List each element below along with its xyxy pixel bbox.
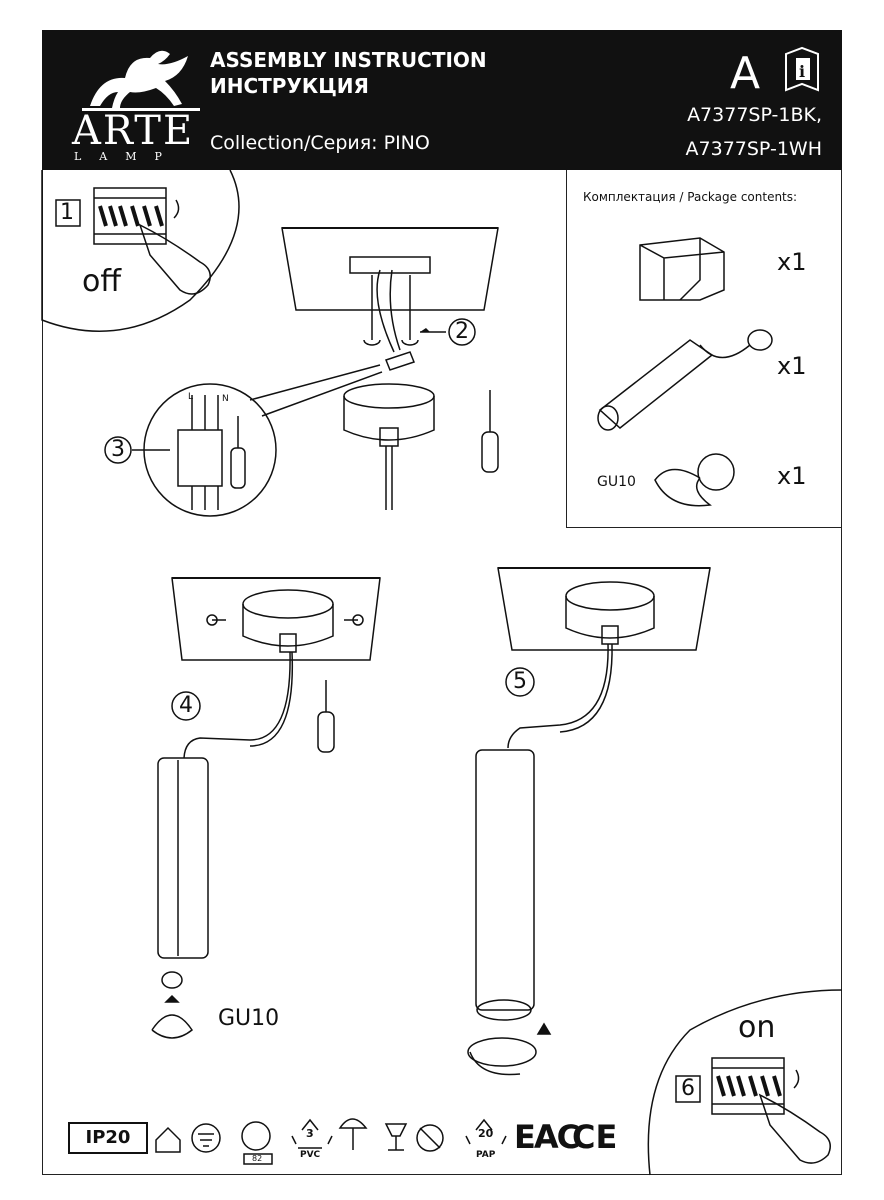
pap-label: PAP bbox=[476, 1150, 496, 1160]
qty-pendant: x1 bbox=[777, 352, 807, 380]
ce-mark: CE bbox=[572, 1118, 618, 1156]
step-4-number: 4 bbox=[179, 693, 193, 718]
title-russian: ИНСТРУКЦИЯ bbox=[210, 74, 369, 98]
collection-label: Collection/Серия: PINO bbox=[210, 132, 430, 154]
brand-subtitle: LAMP bbox=[74, 150, 180, 163]
pvc-label: PVC bbox=[300, 1150, 321, 1160]
step-1-number: 1 bbox=[60, 200, 74, 225]
model-number-2: A7377SP-1WH bbox=[685, 138, 822, 160]
gu10-package-label: GU10 bbox=[597, 474, 636, 490]
header-bar: ARTE LAMP ASSEMBLY INSTRUCTION ИНСТРУКЦИ… bbox=[42, 30, 842, 170]
package-contents-panel: Комплектация / Package contents: x1 x1 G… bbox=[566, 170, 842, 528]
step-3-number: 3 bbox=[111, 437, 125, 462]
switch-off-label: off bbox=[82, 264, 122, 299]
step-6-number: 6 bbox=[681, 1076, 695, 1101]
ip-rating-badge: IP20 bbox=[68, 1122, 148, 1154]
class-letter: A bbox=[730, 48, 761, 99]
title-english: ASSEMBLY INSTRUCTION bbox=[210, 48, 487, 72]
step-2-number: 2 bbox=[455, 319, 469, 344]
wire-neutral-label: N bbox=[222, 394, 229, 404]
number-82: 82 bbox=[252, 1154, 263, 1163]
switch-on-label: on bbox=[738, 1010, 776, 1045]
qty-gu10: x1 bbox=[777, 462, 807, 490]
pvc-number: 3 bbox=[306, 1127, 314, 1140]
step-5-number: 5 bbox=[513, 669, 527, 694]
qty-box: x1 bbox=[777, 248, 807, 276]
wire-live-label: L bbox=[188, 392, 194, 402]
eac-mark: EAC bbox=[514, 1118, 580, 1156]
bulb-type-label: GU10 bbox=[218, 1006, 280, 1031]
griffin-logo-icon bbox=[82, 50, 200, 111]
pap-number: 20 bbox=[478, 1127, 494, 1140]
info-book-icon: i bbox=[785, 46, 819, 92]
brand-name: ARTE bbox=[72, 108, 195, 154]
package-title: Комплектация / Package contents: bbox=[583, 190, 798, 204]
svg-text:i: i bbox=[799, 62, 805, 81]
model-number-1: A7377SP-1BK, bbox=[687, 104, 822, 126]
